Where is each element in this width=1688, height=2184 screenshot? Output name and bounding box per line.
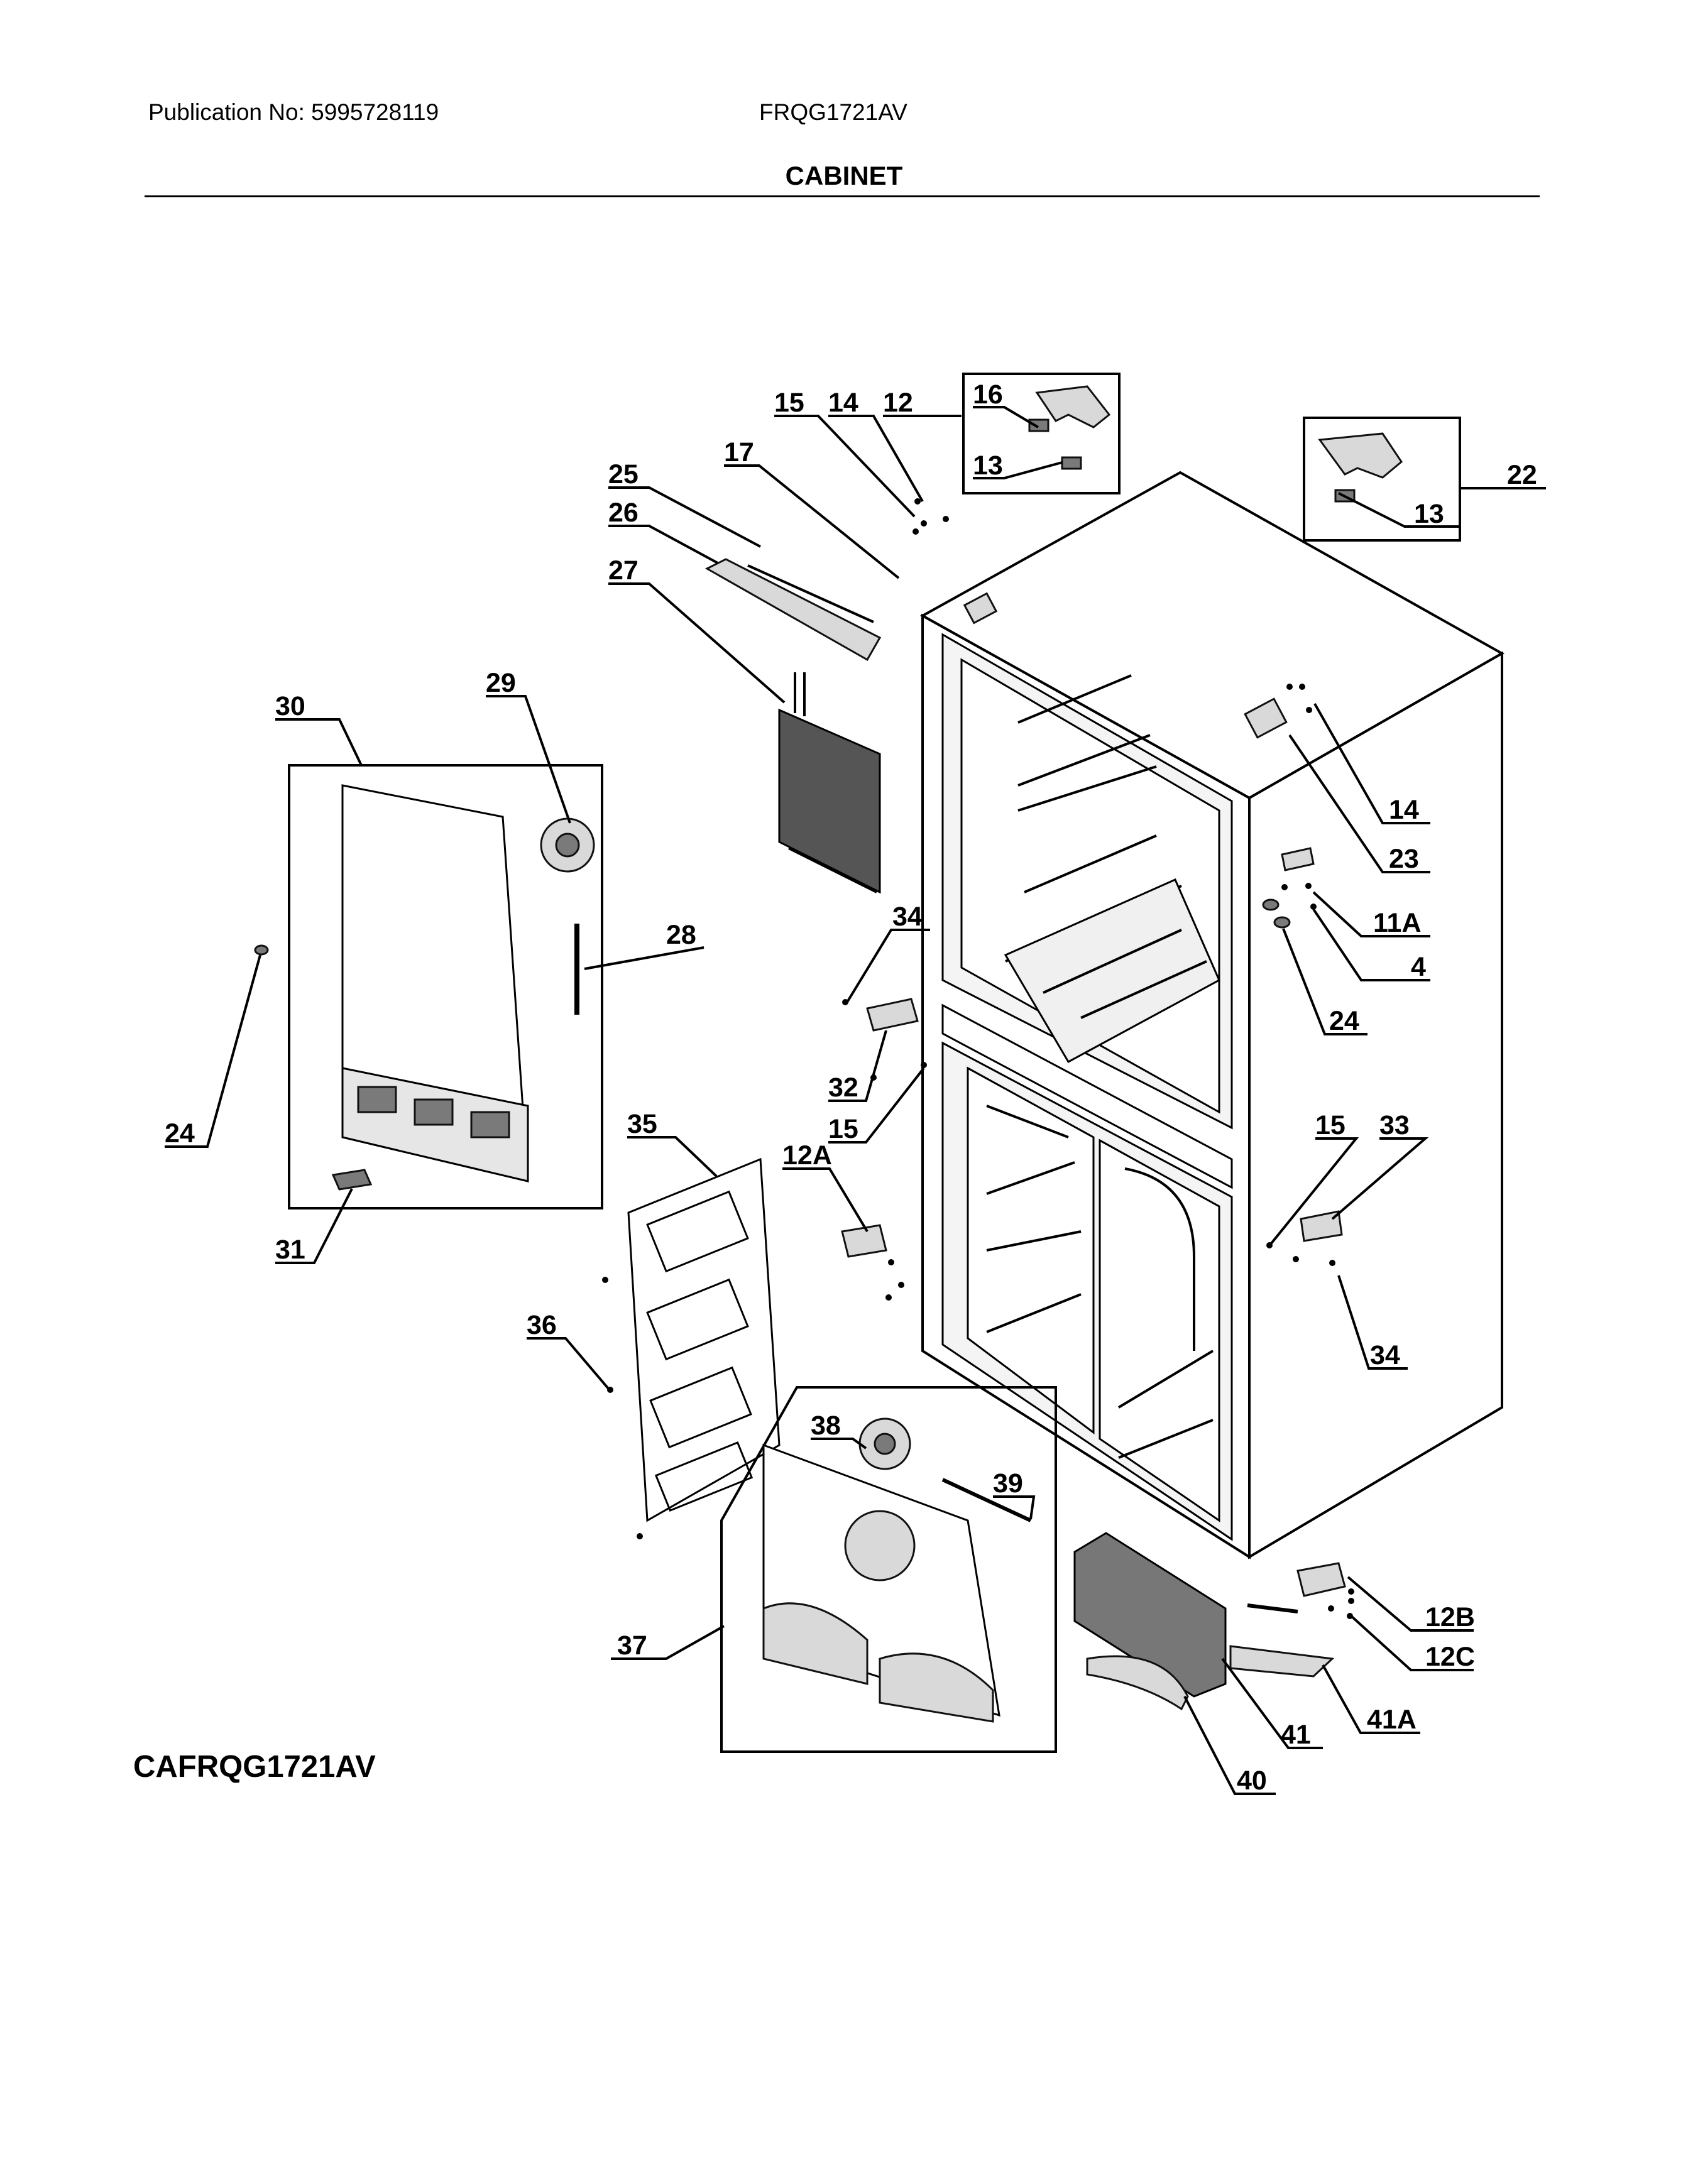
callout-12b: 12B	[1425, 1602, 1475, 1632]
callout-33: 33	[1379, 1110, 1410, 1140]
hinge-plate-right	[1244, 697, 1288, 739]
part-12b-pin	[1247, 1603, 1298, 1613]
header-rule	[145, 195, 1540, 197]
part-12b-hinge	[1296, 1562, 1346, 1597]
callout-32: 32	[828, 1073, 858, 1103]
part-41-condenser	[1073, 1532, 1227, 1698]
part-33-hinge	[1300, 1210, 1343, 1242]
publication-number: Publication No: 5995728119	[148, 99, 439, 125]
callout-16: 16	[973, 379, 1003, 410]
callout-24: 24	[1329, 1006, 1359, 1036]
part-24-plug-right-a	[1262, 898, 1280, 911]
part-40-tray	[1086, 1655, 1189, 1711]
part-25-rod	[747, 564, 874, 623]
callout-24: 24	[165, 1118, 195, 1149]
screws	[602, 498, 1354, 1619]
callout-15: 15	[828, 1114, 858, 1144]
diagram-code: CAFRQG1721AV	[133, 1750, 376, 1784]
callout-31: 31	[275, 1235, 305, 1265]
callout-15: 15	[774, 388, 804, 418]
callout-38: 38	[811, 1411, 841, 1441]
callout-23: 23	[1389, 844, 1419, 874]
callout-17: 17	[724, 437, 754, 467]
callout-35: 35	[627, 1109, 657, 1139]
callout-12c: 12C	[1425, 1642, 1475, 1672]
callout-30: 30	[275, 691, 305, 721]
model-number: FRQG1721AV	[759, 99, 907, 125]
callout-13: 13	[973, 450, 1003, 481]
leader-lines	[165, 406, 1546, 1795]
page-title: CABINET	[785, 161, 903, 190]
part-31-damper	[331, 1169, 373, 1191]
part-27-evaporator	[778, 672, 881, 894]
callout-13: 13	[1414, 499, 1444, 529]
callout-41: 41	[1281, 1720, 1311, 1750]
callout-27: 27	[608, 555, 638, 586]
part-16-cover	[1035, 385, 1111, 429]
part-39-heater	[941, 1478, 1032, 1522]
callout-25: 25	[608, 459, 638, 489]
callout-37: 37	[617, 1630, 647, 1661]
callout-4: 4	[1411, 952, 1426, 982]
callout-39: 39	[993, 1468, 1023, 1499]
part-16-sensor	[1028, 418, 1050, 432]
part-30-box	[288, 764, 603, 1209]
callout-29: 29	[486, 668, 516, 698]
callout-40: 40	[1237, 1766, 1267, 1796]
hinge-plate-left	[963, 592, 998, 625]
callout-14: 14	[1389, 795, 1419, 825]
callout-41a: 41A	[1367, 1705, 1417, 1735]
callout-15: 15	[1315, 1110, 1345, 1140]
part-11a-hinge	[1281, 847, 1315, 871]
callout-34: 34	[1370, 1340, 1400, 1370]
callout-26: 26	[608, 498, 638, 528]
part-24-plug-left	[254, 944, 269, 956]
callout-36: 36	[527, 1310, 557, 1340]
callout-28: 28	[666, 920, 696, 950]
callout-12: 12	[883, 388, 913, 418]
cabinet-body	[919, 471, 1505, 1559]
callout-11a: 11A	[1373, 908, 1422, 938]
part-35-panel	[627, 1157, 781, 1522]
part-37-panel	[762, 1443, 1000, 1723]
callout-22: 22	[1507, 460, 1537, 490]
callout-12a: 12A	[782, 1140, 832, 1171]
part-22-cover	[1318, 432, 1403, 479]
part-22-box	[1303, 417, 1461, 542]
callout-14: 14	[828, 388, 858, 418]
callout-labels: 15 14 12 16 13 17 25 26 27 22 13 29 30 2…	[165, 379, 1537, 1796]
part-32-bracket	[866, 998, 919, 1032]
part-12-box	[962, 373, 1121, 494]
part-24-plug-right-b	[1273, 916, 1291, 929]
part-37-box	[720, 1386, 1057, 1753]
callout-34: 34	[892, 902, 923, 932]
part-13-sensor-a	[1061, 456, 1082, 470]
part-41a-cover	[1229, 1645, 1335, 1678]
part-26-cover	[704, 558, 882, 662]
part-12a-hinge	[841, 1224, 887, 1258]
